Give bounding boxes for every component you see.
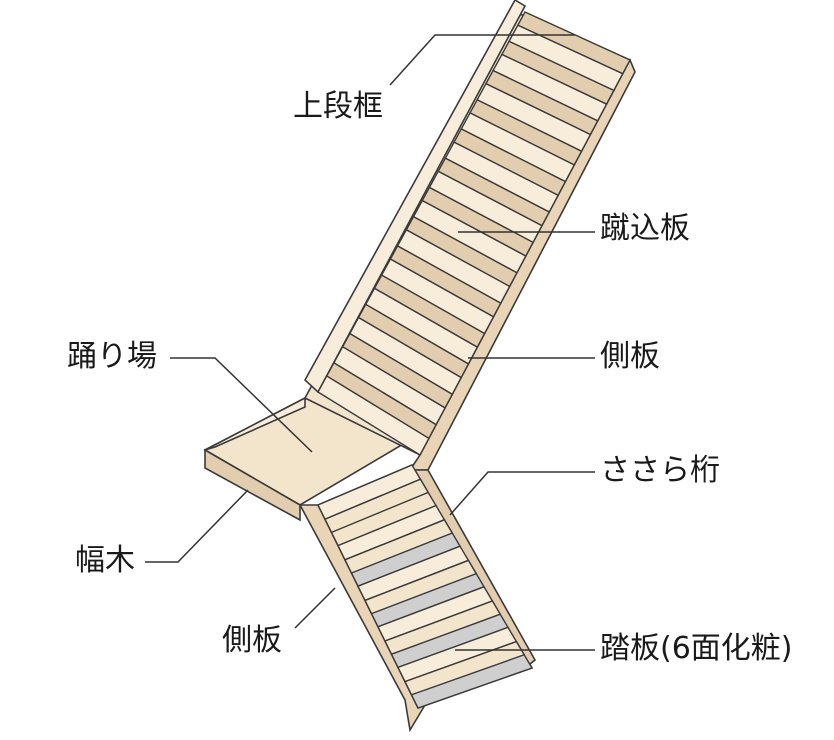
upper-steps — [317, 11, 631, 456]
leader-landing — [170, 357, 313, 453]
label-side-board-lower: 側板 — [222, 623, 282, 658]
lower-side-board-panel — [298, 504, 426, 733]
lower-tread — [404, 640, 526, 696]
lower-tread — [344, 518, 454, 574]
upper-left-side-board — [303, 0, 527, 394]
landing-baseboard — [204, 448, 301, 522]
leader-stringer — [449, 471, 595, 516]
lower-tread — [364, 559, 478, 615]
label-riser: 蹴込板 — [600, 211, 690, 246]
label-upper-frame: 上段框 — [293, 89, 383, 124]
lower-tread — [384, 600, 502, 656]
lower-steps — [317, 464, 534, 709]
lower-tread — [324, 478, 430, 534]
label-landing: 踊り場 — [67, 339, 157, 374]
leader-baseboard — [145, 489, 249, 563]
label-tread: 踏板(6面化粧) — [600, 631, 793, 666]
leader-side-lower — [294, 587, 336, 629]
label-stringer: ささら桁 — [600, 453, 720, 488]
label-baseboard: 幅木 — [75, 543, 135, 578]
upper-riser — [516, 11, 631, 75]
leader-lines — [145, 34, 595, 651]
label-side-board-upper: 側板 — [600, 339, 660, 374]
leader-upper-frame — [389, 34, 575, 86]
